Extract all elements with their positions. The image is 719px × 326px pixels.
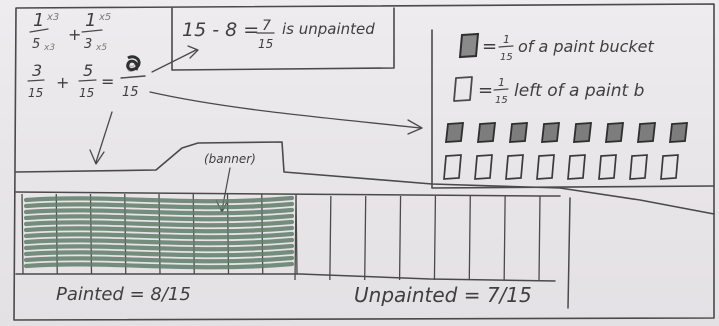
legend-empty-row: = 1 15 left of a paint b <box>454 76 644 106</box>
empty-bucket-icon <box>568 155 585 179</box>
work-line2-b-den: 15 <box>79 86 94 100</box>
legend-filled-frac-num: 1 <box>503 33 510 46</box>
empty-bucket-icon <box>630 155 647 179</box>
empty-bucket-icon <box>599 155 616 179</box>
unpainted-equation-num: 7 <box>262 18 271 34</box>
arrow-to-unpainted-box <box>152 46 198 72</box>
unpainted-section-line <box>295 196 296 280</box>
filled-bucket-icon <box>606 123 623 142</box>
work-line2-b: 5 <box>83 61 93 80</box>
legend-filled-row: = 1 15 of a paint bucket <box>460 33 655 63</box>
work-line2-a-den: 15 <box>28 86 43 100</box>
fence-bottom-edge <box>16 274 555 281</box>
work-line2-result-den: 15 <box>122 85 139 100</box>
filled-bucket-icon <box>446 123 463 142</box>
work-line1-mult-b-den: x5 <box>95 43 107 53</box>
unpainted-equation-lhs: 15 - 8 = <box>182 19 259 41</box>
empty-bucket-icon <box>475 155 492 179</box>
svg-text:=: = <box>478 80 493 101</box>
fraction-work: 1 x3 5 x3 + 1 x5 3 x5 3 15 + 5 15 = 8 15 <box>28 10 145 100</box>
unpainted-sections <box>295 196 540 280</box>
fence-top-edge <box>16 192 560 196</box>
filled-bucket-icon <box>670 123 687 142</box>
work-line2-eq: = <box>101 72 114 91</box>
unpainted-section-line <box>504 196 505 280</box>
painted-section-line <box>22 194 23 274</box>
unpainted-equation-text: is unpainted <box>282 20 375 38</box>
work-line1-mult-a: x3 <box>46 12 59 23</box>
unpainted-section-line <box>400 196 401 280</box>
work-line1-a: 1 <box>33 10 44 31</box>
empty-bucket-icon <box>454 77 472 101</box>
unpainted-section-line <box>330 196 331 280</box>
filled-bucket-icon <box>478 123 495 142</box>
arrow-to-fence <box>90 112 112 164</box>
unpainted-equation-den: 15 <box>258 37 273 51</box>
filled-buckets-row <box>446 123 687 142</box>
filled-bucket-icon <box>460 34 478 57</box>
legend-filled-frac-den: 15 <box>500 52 513 63</box>
unpainted-section-line <box>434 196 435 280</box>
legend-empty-words: left of a paint b <box>514 81 644 101</box>
empty-bucket-icon <box>537 155 554 179</box>
work-line1-mult-b: x5 <box>98 12 111 23</box>
banner-label: (banner) <box>204 152 256 166</box>
filled-bucket-icon <box>542 123 559 142</box>
filled-bucket-icon <box>510 123 527 142</box>
legend-empty-frac-num: 1 <box>498 76 505 89</box>
empty-buckets-row <box>444 155 678 179</box>
work-line1-a-den: 5 <box>32 37 40 52</box>
filled-bucket-icon <box>638 123 655 142</box>
work-line2-plus: + <box>56 73 69 92</box>
painted-label: Painted = 8/15 <box>56 284 191 305</box>
empty-bucket-icon <box>506 155 523 179</box>
svg-text:=: = <box>482 36 497 57</box>
filled-bucket-icon <box>574 123 591 142</box>
work-line1-b: 1 <box>85 10 96 31</box>
empty-bucket-icon <box>444 155 461 179</box>
work-line2-a: 3 <box>32 61 42 80</box>
fence-end-line <box>568 198 570 308</box>
legend-empty-frac-den: 15 <box>495 95 508 106</box>
unpainted-section-line <box>469 196 470 280</box>
work-line1-plus: + <box>68 25 81 44</box>
unpainted-section-line <box>539 196 540 280</box>
legend-filled-words: of a paint bucket <box>518 37 655 56</box>
work-line1-mult-a-den: x3 <box>43 43 55 53</box>
arrow-to-legend <box>150 92 422 134</box>
empty-bucket-icon <box>661 155 678 179</box>
unpainted-section-line <box>365 196 366 280</box>
work-line1-b-den: 3 <box>84 37 92 52</box>
work-line2-result: 8 <box>127 60 136 76</box>
unpainted-label: Unpainted = 7/15 <box>354 283 532 307</box>
